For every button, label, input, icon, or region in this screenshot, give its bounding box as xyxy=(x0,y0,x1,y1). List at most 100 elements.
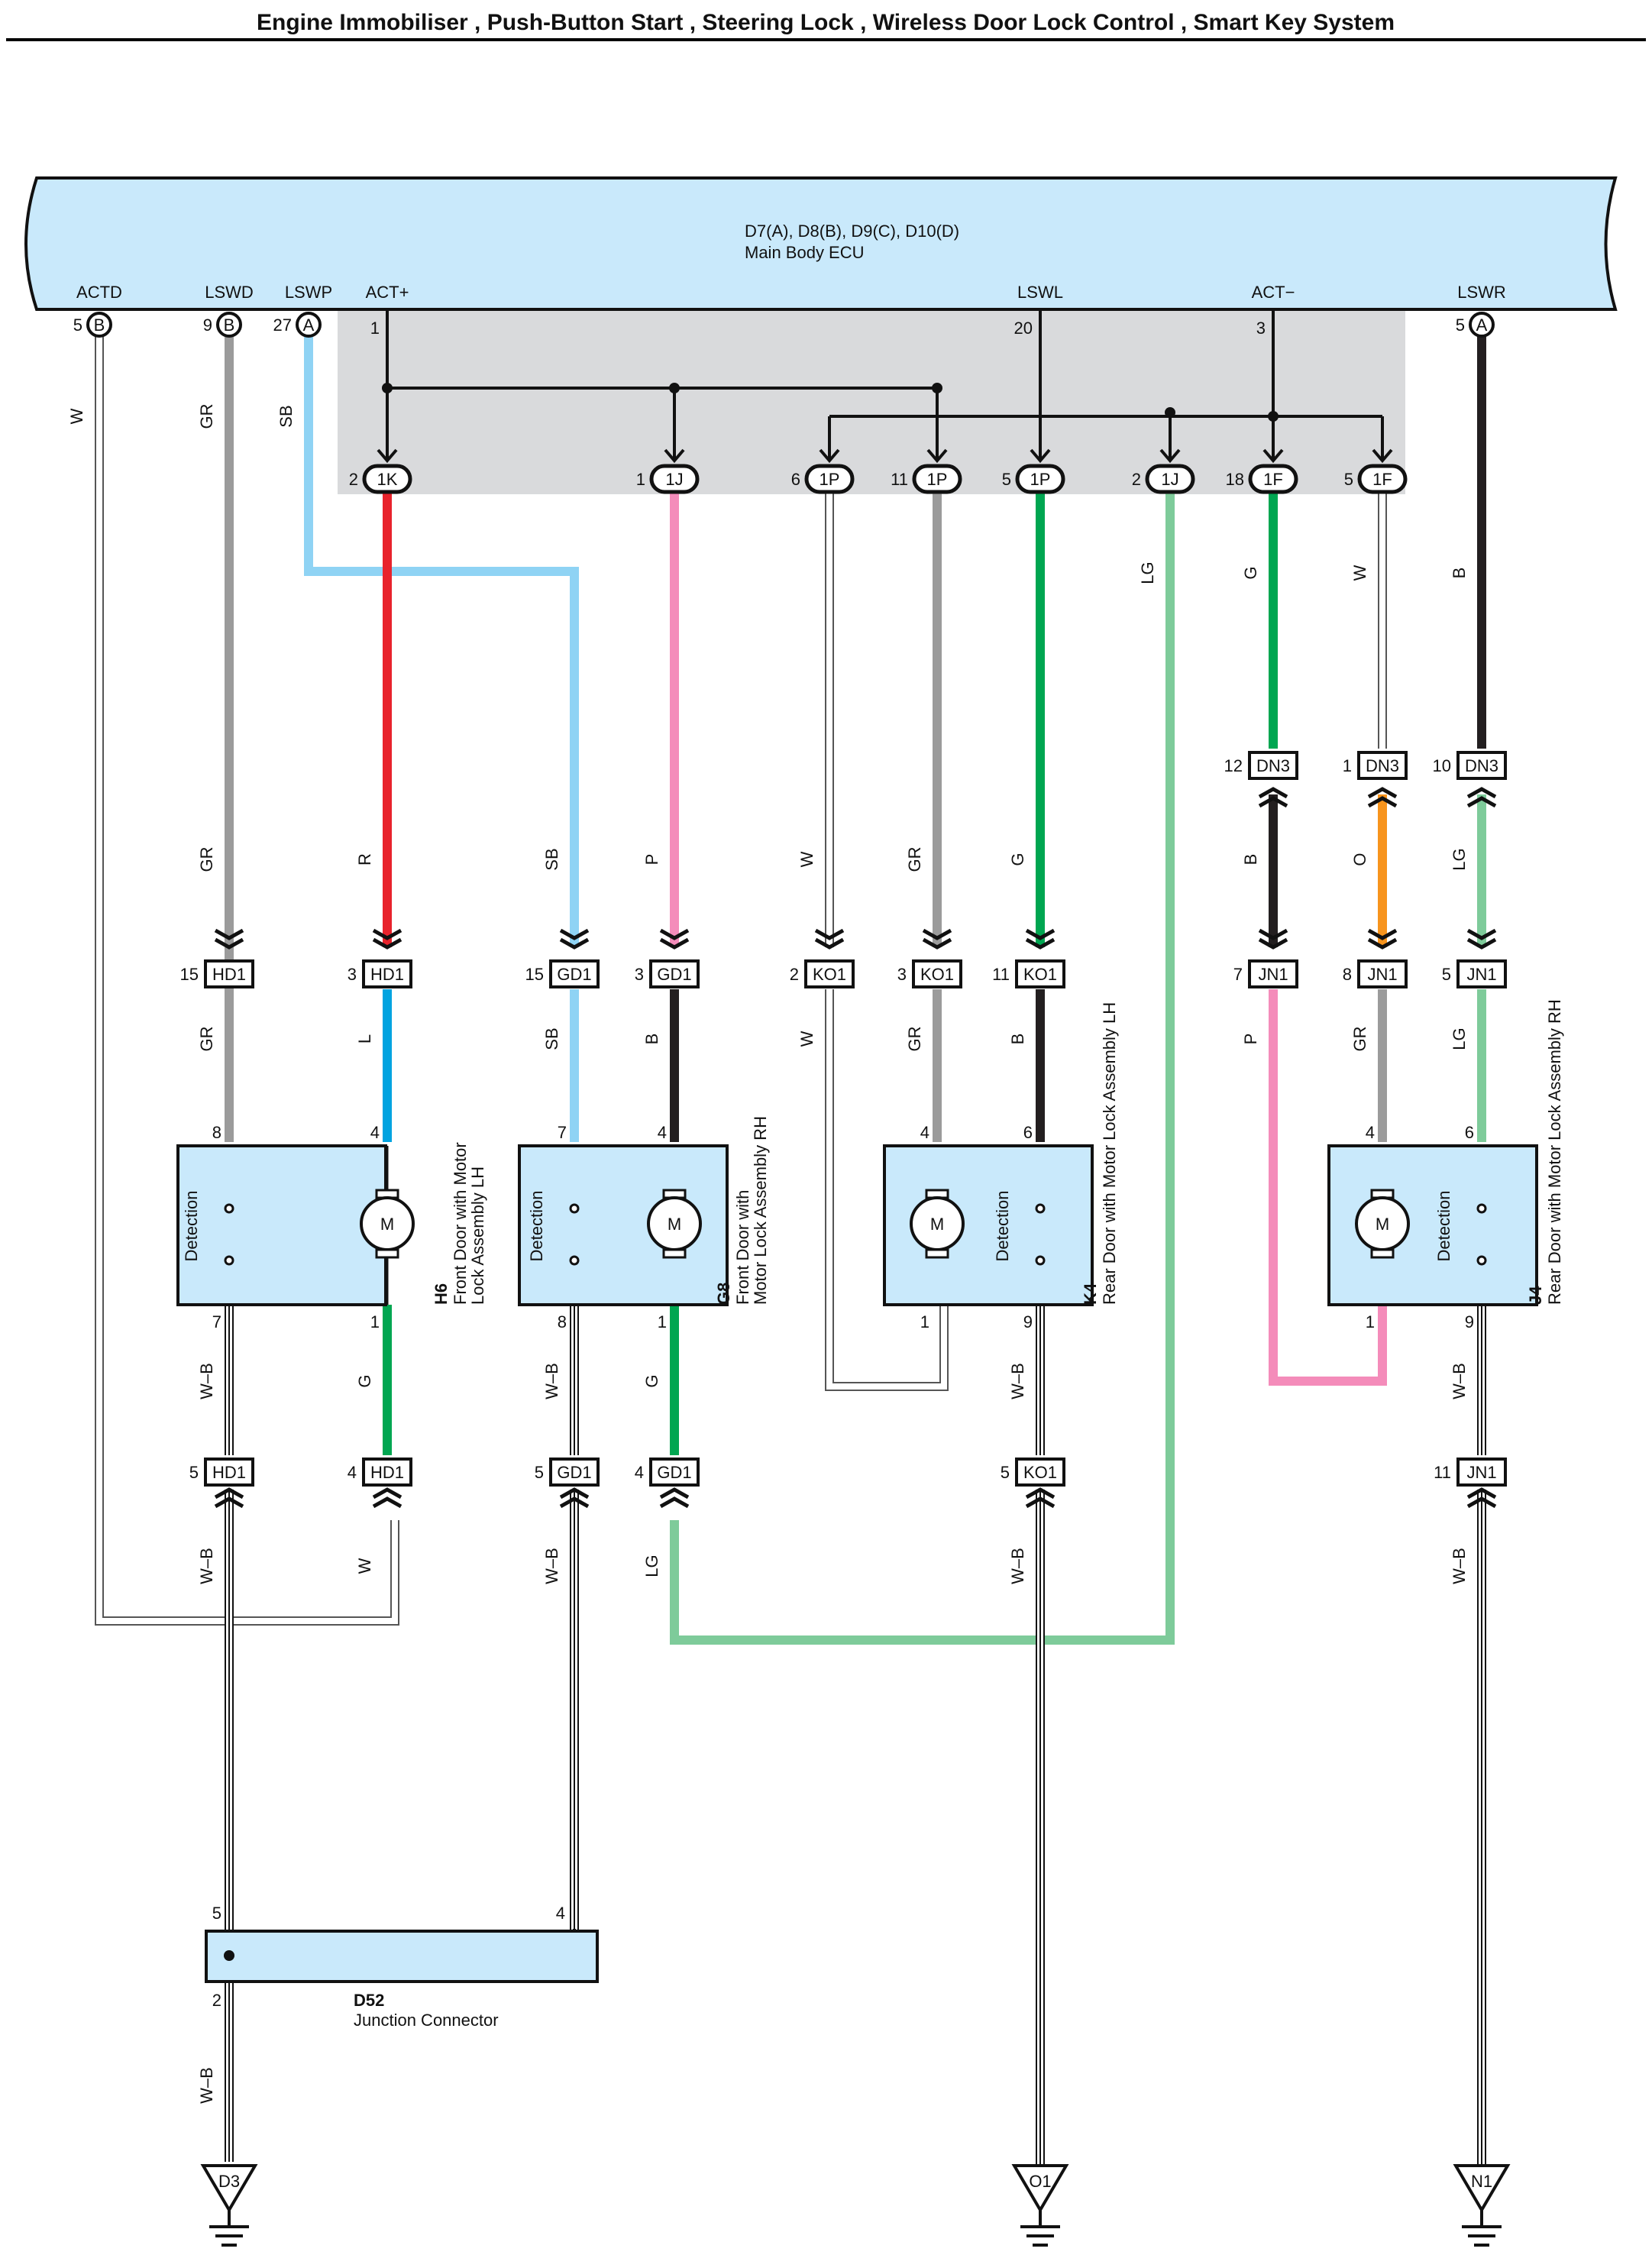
junction-code-3-box xyxy=(912,464,962,494)
door-up-code-3-box xyxy=(649,959,700,988)
door-up-code-7: JN1 xyxy=(1258,965,1288,984)
ecu-term-conn-0-circle xyxy=(86,312,112,338)
door-up-code-5: KO1 xyxy=(920,965,954,984)
pin-sw-top-0: 8 xyxy=(212,1123,221,1142)
wl-ground: W–B xyxy=(197,2067,216,2104)
wl-mid-6: G xyxy=(1008,853,1027,865)
door-low-chev-3-0 xyxy=(659,1496,690,1509)
door-up-code-9: JN1 xyxy=(1466,965,1496,984)
d52-code: D52 xyxy=(354,1991,384,2010)
door-up-chev-8-1 xyxy=(1367,937,1398,950)
dn3-chevron-2-1 xyxy=(1466,787,1497,799)
component-code-1: G8 xyxy=(714,1283,733,1305)
junction-arrow-4 xyxy=(1030,448,1051,464)
wl-below-motor-0: W–B xyxy=(197,1363,216,1399)
ecu-term-pin-6: 5 xyxy=(1456,315,1465,335)
door-low-code-2-box xyxy=(549,1458,600,1487)
wl-below-motor-5: W–B xyxy=(1450,1363,1469,1399)
ecu-term-conn-6: A xyxy=(1476,315,1488,335)
door-up-chev-3-1 xyxy=(659,937,690,950)
pin-sw-bot-1: 8 xyxy=(558,1312,567,1331)
door-up-pin-5: 3 xyxy=(897,965,907,984)
wl-door-4: W xyxy=(797,1030,816,1047)
ecu-term-pin-5: 3 xyxy=(1256,319,1266,338)
component-name-2-0: Lock Assembly LH xyxy=(468,1166,487,1305)
switch-contact-bot-0 xyxy=(224,1255,234,1266)
wl-door-6: B xyxy=(1008,1034,1027,1045)
door-low-code-0-box xyxy=(204,1458,254,1487)
junction-pin-0: 2 xyxy=(349,470,358,489)
node-1 xyxy=(382,383,393,393)
door-up-code-4: KO1 xyxy=(813,965,846,984)
wl-door-3: B xyxy=(642,1034,661,1045)
component-name-1-0: Front Door with Motor xyxy=(451,1142,470,1305)
door-low-chev-2-1 xyxy=(559,1487,590,1500)
switch-label-3: Detection xyxy=(1434,1191,1453,1262)
component-box-0 xyxy=(176,1144,387,1306)
junction-pin-2: 6 xyxy=(791,470,800,489)
ecu-term-label-4: LSWL xyxy=(1017,283,1063,302)
door-low-code-1: HD1 xyxy=(370,1463,404,1482)
pin-m-bot-1: 1 xyxy=(658,1312,667,1331)
junction-block-area xyxy=(338,309,1405,494)
ecu-term-conn-1: B xyxy=(224,315,235,335)
junction-code-2-box xyxy=(804,464,855,494)
switch-label-2: Detection xyxy=(993,1191,1012,1262)
junction-code-3: 1P xyxy=(927,470,948,489)
door-low-pin-1: 4 xyxy=(348,1463,357,1482)
component-code-0: H6 xyxy=(432,1283,451,1305)
junction-arrow-7 xyxy=(1372,448,1393,464)
junction-arrow-5 xyxy=(1159,448,1181,464)
wl-door-0: GR xyxy=(197,1027,216,1052)
door-low-code-4: KO1 xyxy=(1023,1463,1057,1482)
wl-door-5: GR xyxy=(905,1027,924,1052)
door-up-code-6-box xyxy=(1015,959,1065,988)
wl-upper-2: SB xyxy=(276,405,296,427)
wl-below-conn-4: W–B xyxy=(1008,1548,1027,1584)
switch-label-1: Detection xyxy=(527,1191,546,1262)
wl-below-motor-3: G xyxy=(642,1374,661,1387)
ecu-term-pin-3: 1 xyxy=(370,319,380,338)
door-up-code-1-box xyxy=(362,959,412,988)
door-low-chev-4-1 xyxy=(1025,1487,1056,1500)
node-4 xyxy=(1165,407,1175,418)
wl-door-2: SB xyxy=(542,1027,561,1050)
dn3-pin-2: 10 xyxy=(1433,756,1451,775)
pin-sw-bot-3: 9 xyxy=(1465,1312,1474,1331)
door-low-pin-4: 5 xyxy=(1001,1463,1010,1482)
door-low-code-3-box xyxy=(649,1458,700,1487)
door-low-code-5: JN1 xyxy=(1466,1463,1496,1482)
door-up-code-6: KO1 xyxy=(1023,965,1057,984)
door-up-pin-0: 15 xyxy=(180,965,199,984)
door-up-pin-2: 15 xyxy=(525,965,544,984)
motor-label-0: M xyxy=(380,1215,394,1234)
ecu-term-conn-6-circle xyxy=(1469,312,1495,338)
door-low-pin-5: 11 xyxy=(1434,1463,1451,1482)
door-low-chev-3-1 xyxy=(659,1487,690,1500)
junction-code-1: 1J xyxy=(665,470,683,489)
dn3-pin-1: 1 xyxy=(1343,756,1352,775)
junction-code-6-box xyxy=(1248,464,1298,494)
wl-door-9: LG xyxy=(1450,1027,1469,1050)
pin-m-top-2: 4 xyxy=(920,1123,929,1142)
dn3-code-2: DN3 xyxy=(1465,756,1498,775)
door-up-chev-7-0 xyxy=(1258,928,1288,940)
ecu-term-label-6: LSWR xyxy=(1457,283,1506,302)
ground-label-2: N1 xyxy=(1471,2172,1492,2191)
dn3-chevron-0-1 xyxy=(1258,787,1288,799)
door-up-chev-0-0 xyxy=(214,928,244,940)
dn3-code-0: DN3 xyxy=(1256,756,1290,775)
door-up-chev-3-0 xyxy=(659,928,690,940)
wl-upper-4: G xyxy=(1241,566,1260,579)
door-up-chev-6-1 xyxy=(1025,937,1056,950)
wl-door-1: L xyxy=(355,1034,374,1043)
door-low-chev-5-0 xyxy=(1466,1496,1497,1509)
junction-code-5-box xyxy=(1145,464,1195,494)
diagram-title: Engine Immobiliser , Push-Button Start ,… xyxy=(257,10,1395,35)
ecu-term-label-0: ACTD xyxy=(76,283,122,302)
junction-arrow-1 xyxy=(664,448,685,464)
pin-m-top-0: 4 xyxy=(370,1123,380,1142)
main-body-ecu-box xyxy=(24,176,1618,311)
component-name-1-1: Front Door with xyxy=(733,1190,752,1305)
wl-upper-3: LG xyxy=(1138,561,1157,584)
